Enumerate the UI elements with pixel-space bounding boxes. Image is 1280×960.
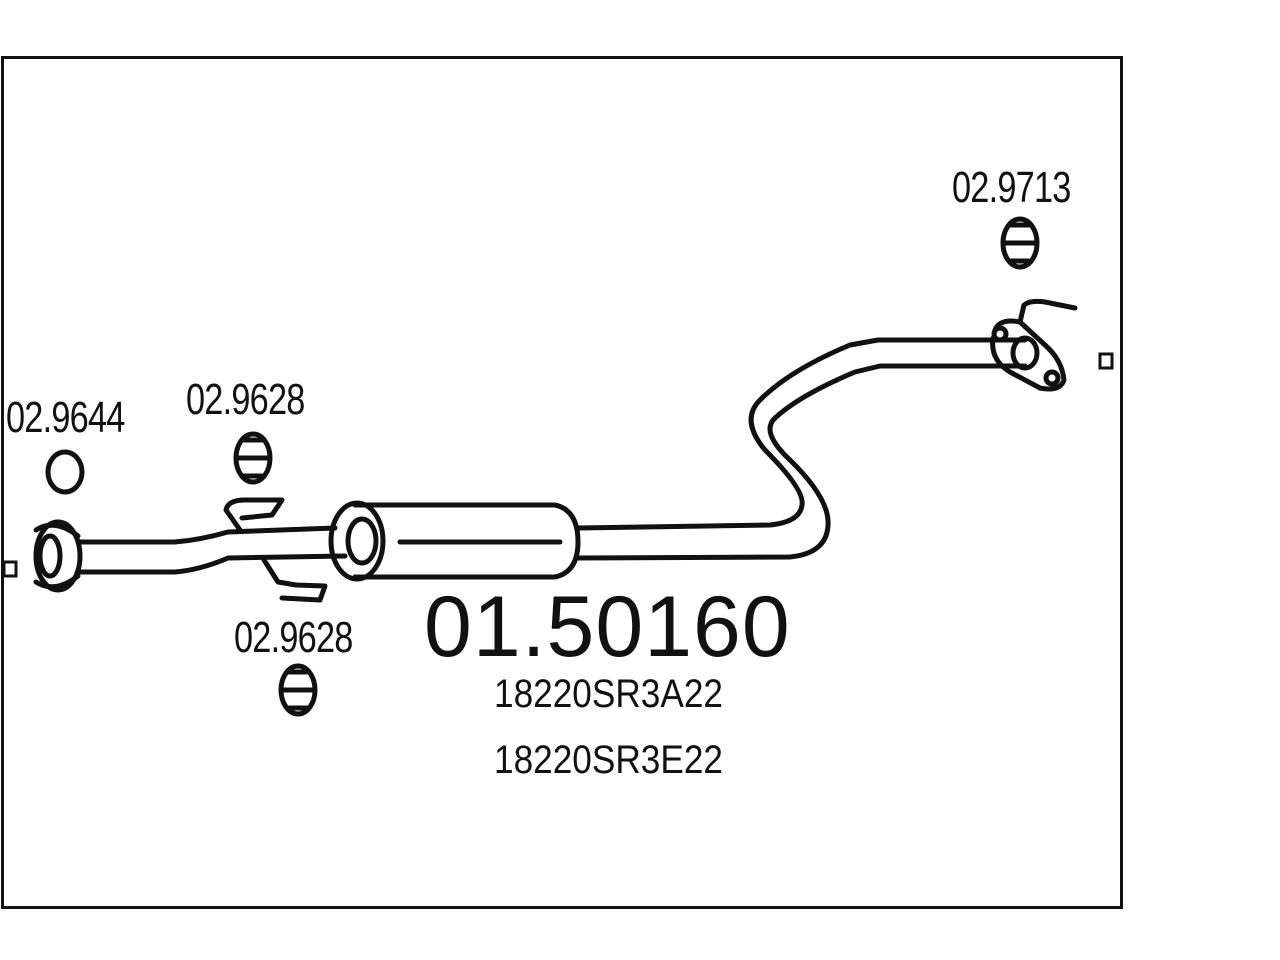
right-edge-marker [1098, 352, 1114, 370]
oem-number-1: 18220SR3A22 [494, 672, 723, 716]
muffler [328, 500, 581, 582]
seal-ring-icon [45, 449, 85, 495]
rubber-hanger-icon-top [233, 431, 273, 485]
rubber-hanger-icon-bottom [278, 663, 318, 717]
front-pipe [75, 525, 348, 575]
rubber-hanger-icon-right [1000, 216, 1040, 270]
rear-pipe [575, 337, 1028, 561]
pipe-hanger-top [223, 497, 285, 533]
rear-flange [990, 298, 1078, 392]
left-edge-marker [2, 560, 18, 578]
hanger-left-top-code: 02.9628 [186, 375, 305, 424]
diagram-frame [1, 56, 1123, 909]
pipe-hanger-bottom [261, 557, 328, 603]
hanger-right-code: 02.9713 [952, 163, 1071, 212]
front-flange [33, 519, 83, 593]
part-number: 01.50160 [424, 579, 791, 675]
hanger-left-bottom-code: 02.9628 [234, 613, 353, 662]
seal-ring-code: 02.9644 [6, 393, 125, 442]
oem-number-2: 18220SR3E22 [494, 738, 723, 782]
